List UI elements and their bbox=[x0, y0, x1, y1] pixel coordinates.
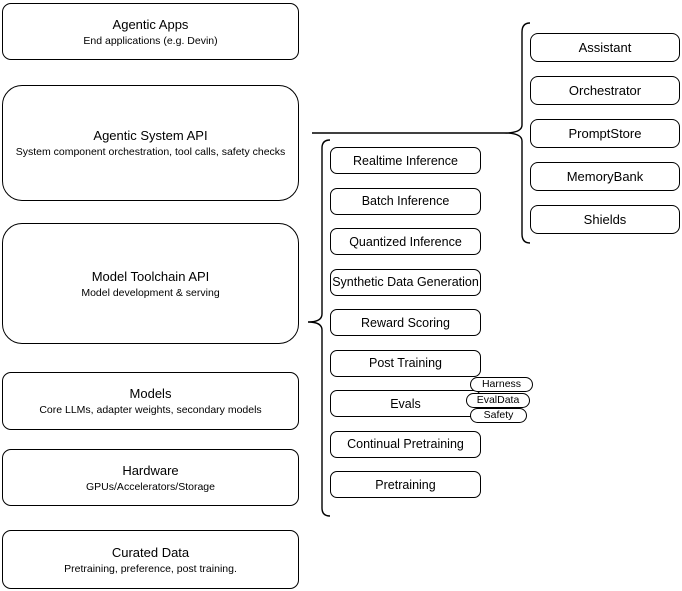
tag-evaldata: EvalData bbox=[466, 393, 530, 408]
node-title: Curated Data bbox=[111, 544, 190, 560]
node-curated-data: Curated Data Pretraining, preference, po… bbox=[2, 530, 299, 589]
node-shields: Shields bbox=[530, 205, 680, 234]
node-subtitle: Pretraining, preference, post training. bbox=[64, 562, 237, 575]
node-subtitle: System component orchestration, tool cal… bbox=[15, 146, 286, 158]
node-synthetic-data-generation: Synthetic Data Generation bbox=[330, 268, 481, 296]
brace-toolchain-services bbox=[307, 139, 331, 517]
node-subtitle: Model development & serving bbox=[81, 286, 220, 299]
node-batch-inference: Batch Inference bbox=[330, 187, 481, 215]
node-hardware: Hardware GPUs/Accelerators/Storage bbox=[2, 449, 299, 506]
node-promptstore: PromptStore bbox=[530, 119, 680, 148]
node-subtitle: Core LLMs, adapter weights, secondary mo… bbox=[39, 404, 262, 416]
node-model-toolchain-api: Model Toolchain API Model development & … bbox=[2, 223, 299, 344]
node-reward-scoring: Reward Scoring bbox=[330, 309, 481, 336]
node-subtitle: GPUs/Accelerators/Storage bbox=[86, 480, 215, 493]
node-title: Models bbox=[129, 386, 172, 401]
node-models: Models Core LLMs, adapter weights, secon… bbox=[2, 372, 299, 430]
node-evals: Evals bbox=[330, 390, 481, 417]
tag-safety: Safety bbox=[470, 408, 527, 423]
brace-system-components bbox=[503, 22, 531, 244]
node-post-training: Post Training bbox=[330, 349, 481, 377]
system-components-group: Assistant Orchestrator PromptStore Memor… bbox=[530, 33, 680, 234]
node-title: Hardware bbox=[122, 462, 179, 478]
node-agentic-apps: Agentic Apps End applications (e.g. Devi… bbox=[2, 3, 299, 60]
node-title: Agentic System API bbox=[93, 128, 208, 143]
toolchain-services-group: Realtime Inference Batch Inference Quant… bbox=[330, 147, 481, 498]
node-assistant: Assistant bbox=[530, 33, 680, 62]
node-orchestrator: Orchestrator bbox=[530, 76, 680, 105]
node-title: Model Toolchain API bbox=[91, 268, 210, 284]
node-quantized-inference: Quantized Inference bbox=[330, 228, 481, 255]
node-agentic-system-api: Agentic System API System component orch… bbox=[2, 85, 299, 201]
node-memorybank: MemoryBank bbox=[530, 162, 680, 191]
node-title: Agentic Apps bbox=[112, 16, 189, 32]
tag-harness: Harness bbox=[470, 377, 533, 392]
node-pretraining: Pretraining bbox=[330, 471, 481, 498]
node-subtitle: End applications (e.g. Devin) bbox=[83, 34, 218, 47]
node-continual-pretraining: Continual Pretraining bbox=[330, 430, 481, 458]
node-realtime-inference: Realtime Inference bbox=[330, 147, 481, 174]
